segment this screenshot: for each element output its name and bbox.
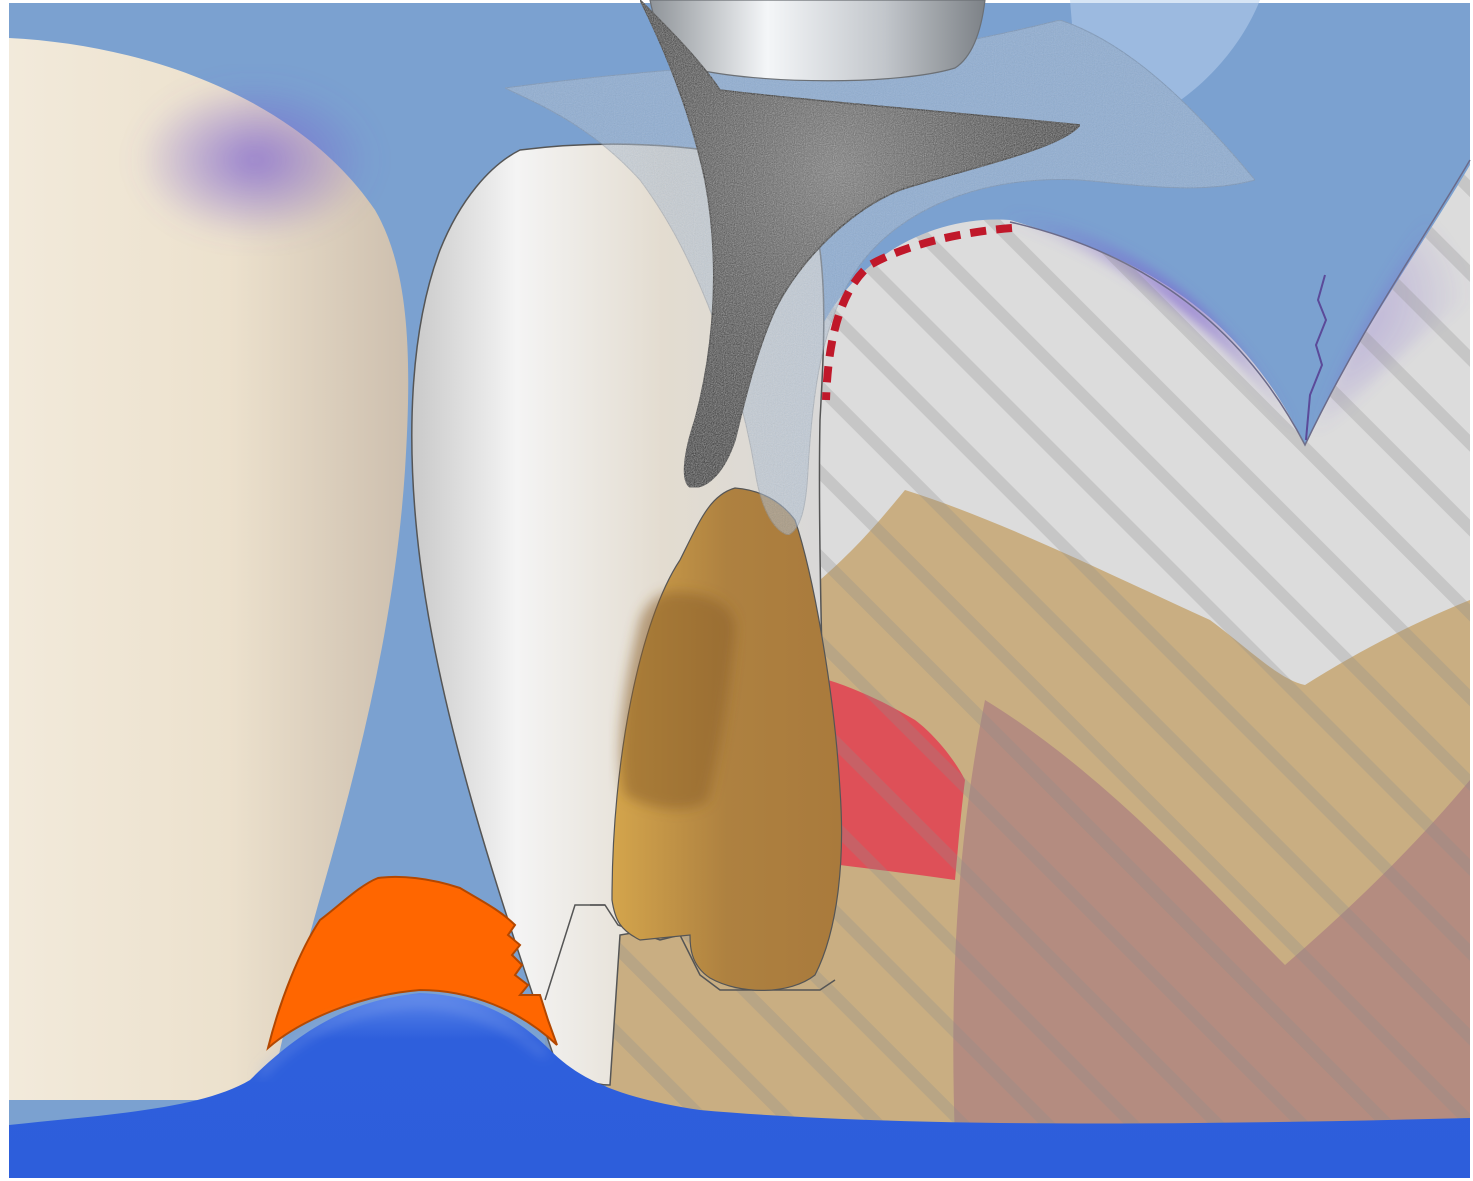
- plaque-left: [135, 80, 375, 240]
